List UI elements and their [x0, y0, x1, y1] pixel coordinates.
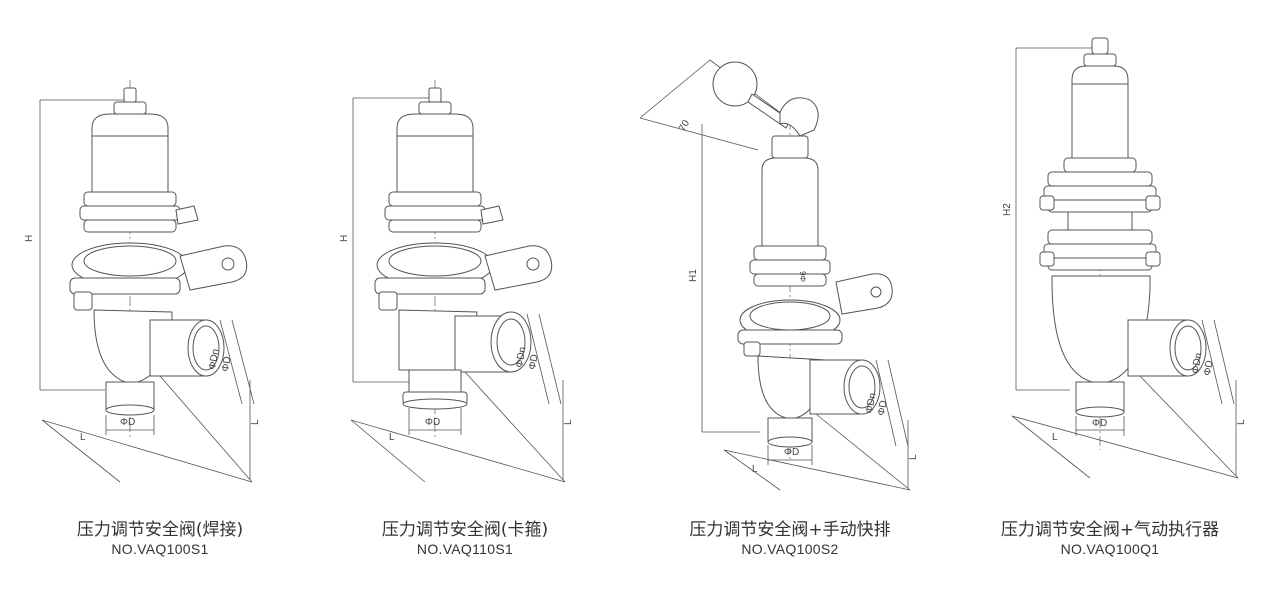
dim-dn-label: ΦDn	[514, 346, 528, 368]
product-title-1: 压力调节安全阀(焊接)	[76, 520, 244, 540]
dim-base-label: ΦD	[425, 417, 440, 428]
product-model-3: NO.VAQ100S2	[741, 541, 839, 557]
valve-drawing-4: H2 ΦD ΦDn ΦD L	[1002, 37, 1247, 479]
dim-height-label: H	[24, 235, 35, 242]
bonnet-mark: Φ6	[799, 271, 808, 282]
product-title-2: 压力调节安全阀(卡箍)	[381, 520, 549, 540]
product-card-4: H2 ΦD ΦDn ΦD L	[960, 20, 1260, 590]
product-card-3: 70 H1 Φ6 ΦD ΦDn ΦD	[640, 20, 940, 590]
dim-height-label: H1	[688, 269, 699, 282]
dim-d-label: ΦD	[527, 354, 540, 371]
dim-lever-label: 70	[677, 118, 692, 134]
dim-l2-label: L	[908, 454, 919, 460]
product-model-4: NO.VAQ100Q1	[1060, 541, 1160, 557]
dim-l2-label: L	[1236, 419, 1247, 425]
dim-l2-label: L	[250, 419, 261, 425]
product-model-2: NO.VAQ110S1	[416, 541, 514, 557]
product-model-1: NO.VAQ100S1	[111, 541, 209, 557]
dim-l1-label: L	[1052, 432, 1058, 443]
dim-base-label: ΦD	[784, 447, 799, 458]
dim-height-label: H	[339, 235, 350, 242]
dim-l2-label: L	[563, 419, 574, 425]
dim-dn-label: ΦDn	[864, 392, 878, 414]
product-card-1: H ΦD ΦDn ΦD	[10, 20, 310, 590]
valve-drawing-1: H ΦD ΦDn ΦD	[24, 80, 261, 483]
dim-d-label: ΦD	[220, 356, 233, 373]
dim-height-label: H2	[1002, 203, 1013, 216]
dim-l1-label: L	[752, 464, 758, 475]
product-card-2: H ΦD ΦDn ΦD L L	[315, 20, 615, 590]
valve-drawing-3: 70 H1 Φ6 ΦD ΦDn ΦD	[640, 59, 919, 491]
dim-d-label: ΦD	[876, 400, 889, 417]
valve-drawing-2: H ΦD ΦDn ΦD L L	[339, 80, 574, 483]
product-title-3: 压力调节安全阀+手动快排	[689, 520, 891, 540]
dim-dn-label: ΦDn	[207, 348, 221, 370]
dim-dn-label: ΦDn	[1190, 352, 1204, 374]
dim-l1-label: L	[389, 432, 395, 443]
dim-base-label: ΦD	[1092, 418, 1107, 429]
dim-d-label: ΦD	[1202, 360, 1215, 377]
dim-base-label: ΦD	[120, 417, 135, 428]
dim-l1-label: L	[80, 432, 86, 443]
product-title-4: 压力调节安全阀+气动执行器	[1000, 520, 1220, 540]
